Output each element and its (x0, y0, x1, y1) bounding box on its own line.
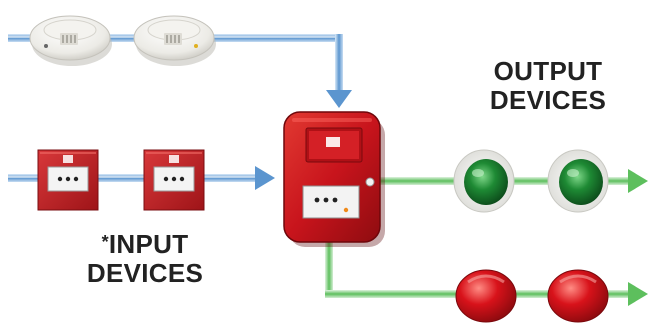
output-devices-label: OUTPUT DEVICES (478, 57, 618, 115)
output-label-line2: DEVICES (478, 86, 618, 115)
red-sounder-2 (548, 270, 608, 322)
right-arrow-icon (628, 282, 648, 306)
input-label-line1: INPUT (109, 229, 189, 259)
manual-call-point-2 (144, 150, 204, 210)
smoke-detector-2 (134, 16, 216, 66)
green-beacon-icon (559, 159, 603, 205)
input-devices-label: *INPUT DEVICES (70, 230, 220, 288)
red-sounder-icon (548, 270, 608, 322)
green-beacon-1 (454, 150, 514, 212)
smoke-detector-1 (30, 16, 112, 66)
fire-alarm-panel-icon (326, 137, 340, 147)
input-label-asterisk: * (102, 232, 109, 252)
manual-call-point-1 (38, 150, 98, 210)
fire-alarm-control-panel (284, 112, 385, 247)
down-arrow-icon (326, 90, 352, 108)
green-beacon-2 (548, 150, 608, 212)
red-sounder-icon (456, 270, 516, 322)
input-label-line2: DEVICES (70, 259, 220, 288)
flame-symbol-icon (63, 155, 73, 163)
green-beacon-icon (464, 159, 508, 205)
red-sounder-1 (456, 270, 516, 322)
right-arrow-icon (255, 166, 275, 190)
right-arrow-icon (628, 169, 648, 193)
flame-symbol-icon (169, 155, 179, 163)
output-label-line1: OUTPUT (478, 57, 618, 86)
